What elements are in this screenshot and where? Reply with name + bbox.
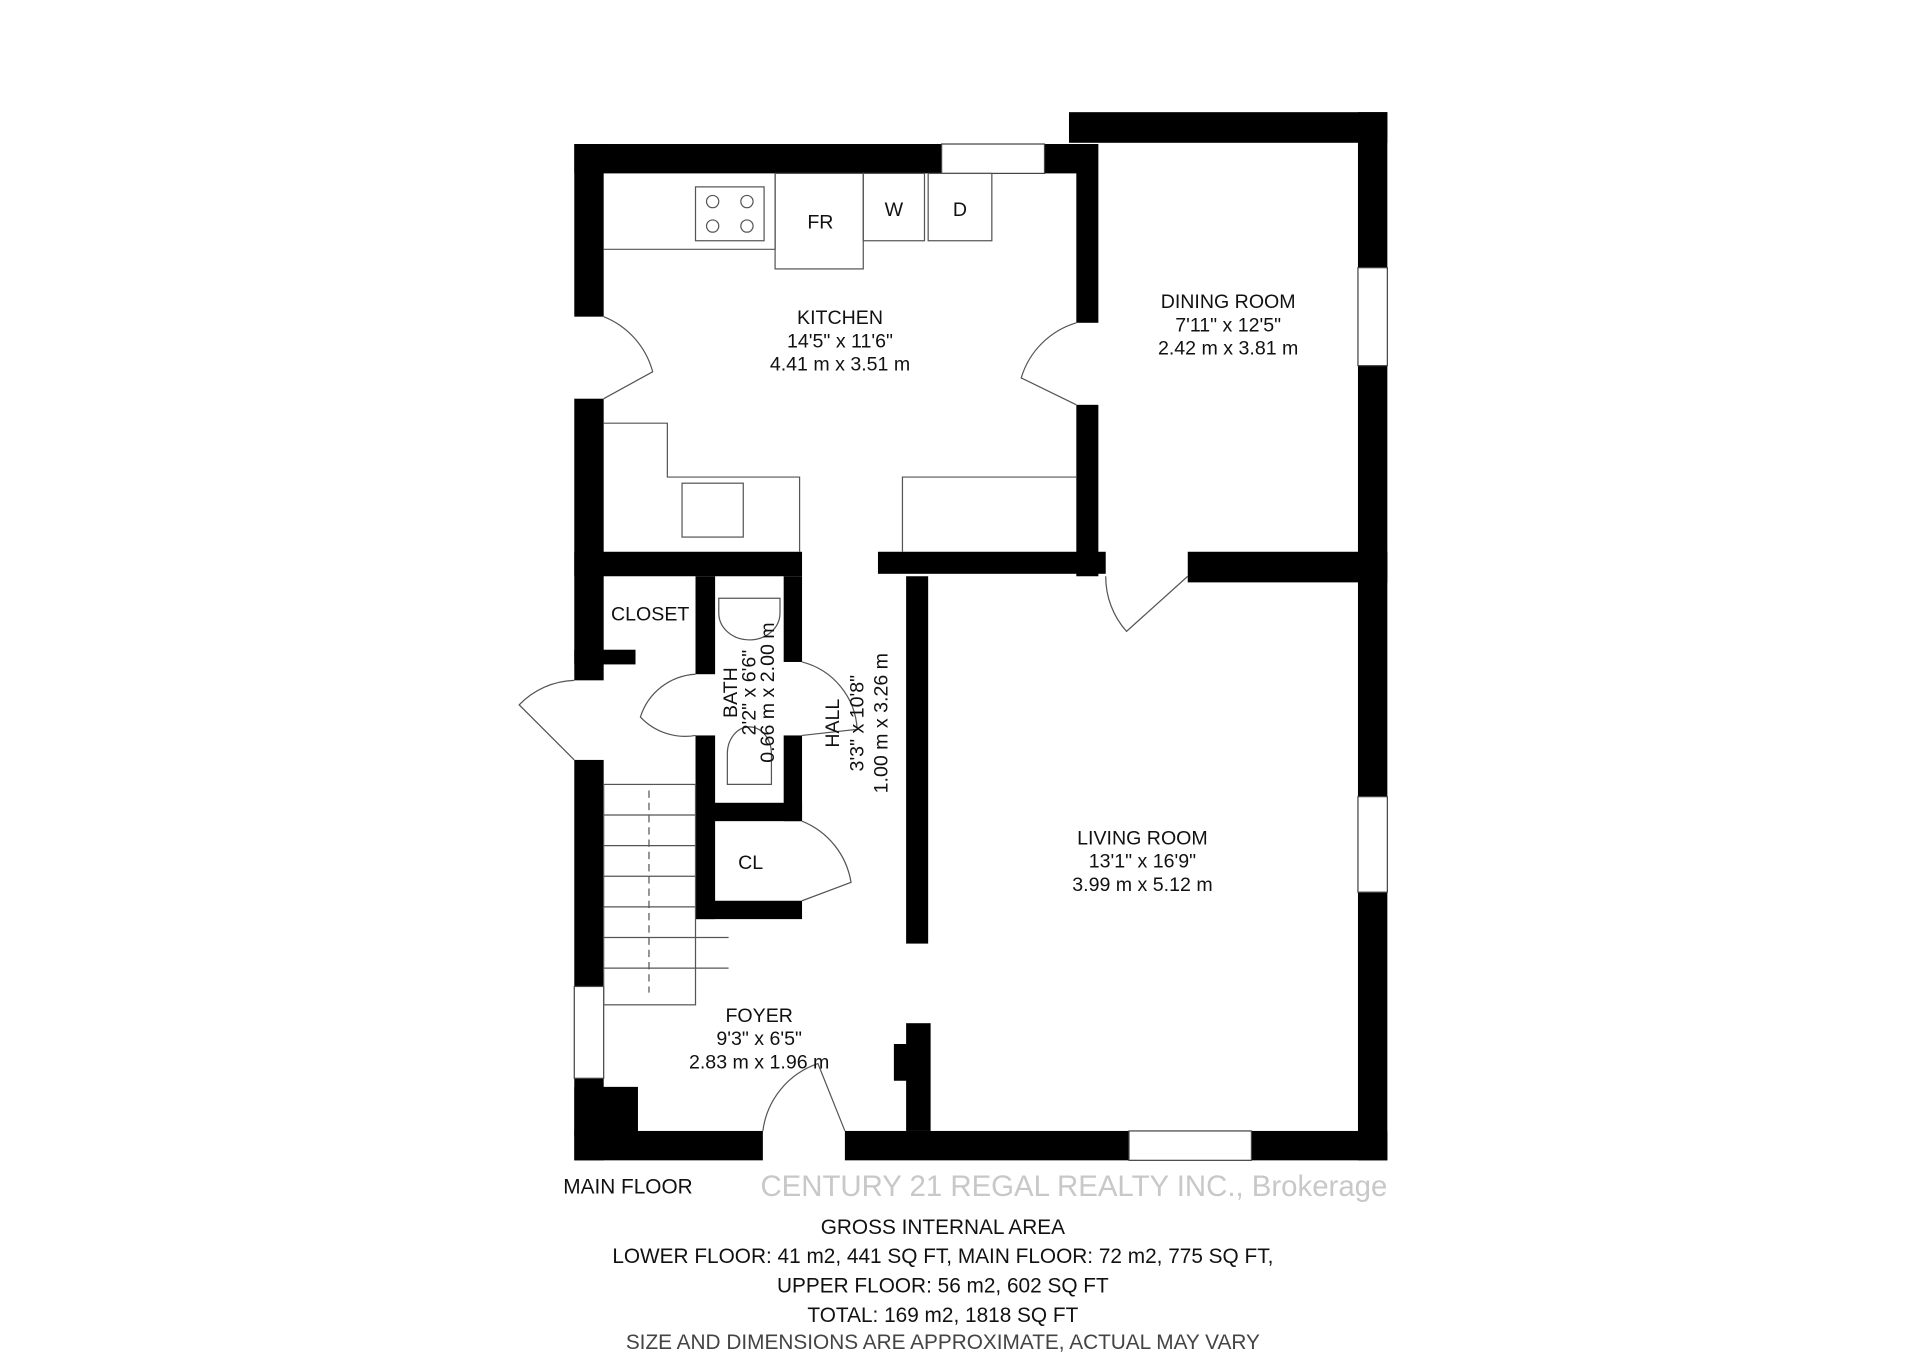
fixtures [518, 172, 1189, 1132]
hall-imperial: 3'3" x 10'8" [846, 675, 868, 772]
fridge-label: FR [807, 212, 833, 234]
cl-name: CL [738, 852, 763, 874]
hall-metric: 1.00 m x 3.26 m [871, 653, 893, 793]
area-title: GROSS INTERNAL AREA [821, 1216, 1065, 1239]
area-disclaimer: SIZE AND DIMENSIONS ARE APPROXIMATE, ACT… [626, 1331, 1260, 1354]
kitchen-name: KITCHEN [797, 307, 883, 329]
bath-imperial: 2'2" x 6'6" [739, 650, 761, 736]
dryer [927, 172, 993, 242]
watermark: CENTURY 21 REGAL REALTY INC., Brokerage [760, 1170, 1387, 1203]
windows [573, 143, 1388, 1161]
bath-sink-icon [718, 597, 781, 641]
dining-name: DINING ROOM [1161, 291, 1296, 313]
closet-name: CLOSET [611, 603, 689, 625]
living-name: LIVING ROOM [1077, 827, 1208, 849]
area-line3: TOTAL: 169 m2, 1818 SQ FT [807, 1304, 1078, 1327]
washer [862, 172, 926, 242]
area-line1: LOWER FLOOR: 41 m2, 441 SQ FT, MAIN FLOO… [612, 1245, 1273, 1268]
bath-metric: 0.66 m x 2.00 m [757, 622, 779, 762]
kitchen-imperial: 14'5" x 11'6" [787, 330, 893, 352]
foyer-metric: 2.83 m x 1.96 m [689, 1052, 829, 1074]
floor-name: MAIN FLOOR [563, 1175, 692, 1198]
area-line2: UPPER FLOOR: 56 m2, 602 SQ FT [777, 1275, 1109, 1298]
dryer-label: D [953, 199, 967, 221]
foyer-imperial: 9'3" x 6'5" [716, 1028, 802, 1050]
toilet-icon [726, 726, 773, 786]
stairs [603, 783, 729, 1006]
living-metric: 3.99 m x 5.12 m [1072, 874, 1212, 896]
sink-icon [681, 482, 744, 538]
washer-label: W [885, 199, 904, 221]
kitchen-metric: 4.41 m x 3.51 m [770, 354, 910, 376]
dining-metric: 2.42 m x 3.81 m [1158, 338, 1298, 360]
hall-name: HALL [822, 699, 844, 748]
stove-icon [694, 186, 765, 242]
foyer-name: FOYER [725, 1005, 792, 1027]
walls [574, 112, 1388, 1161]
dining-imperial: 7'11" x 12'5" [1175, 314, 1281, 336]
bath-name: BATH [720, 667, 742, 718]
living-imperial: 13'1" x 16'9" [1089, 851, 1196, 873]
